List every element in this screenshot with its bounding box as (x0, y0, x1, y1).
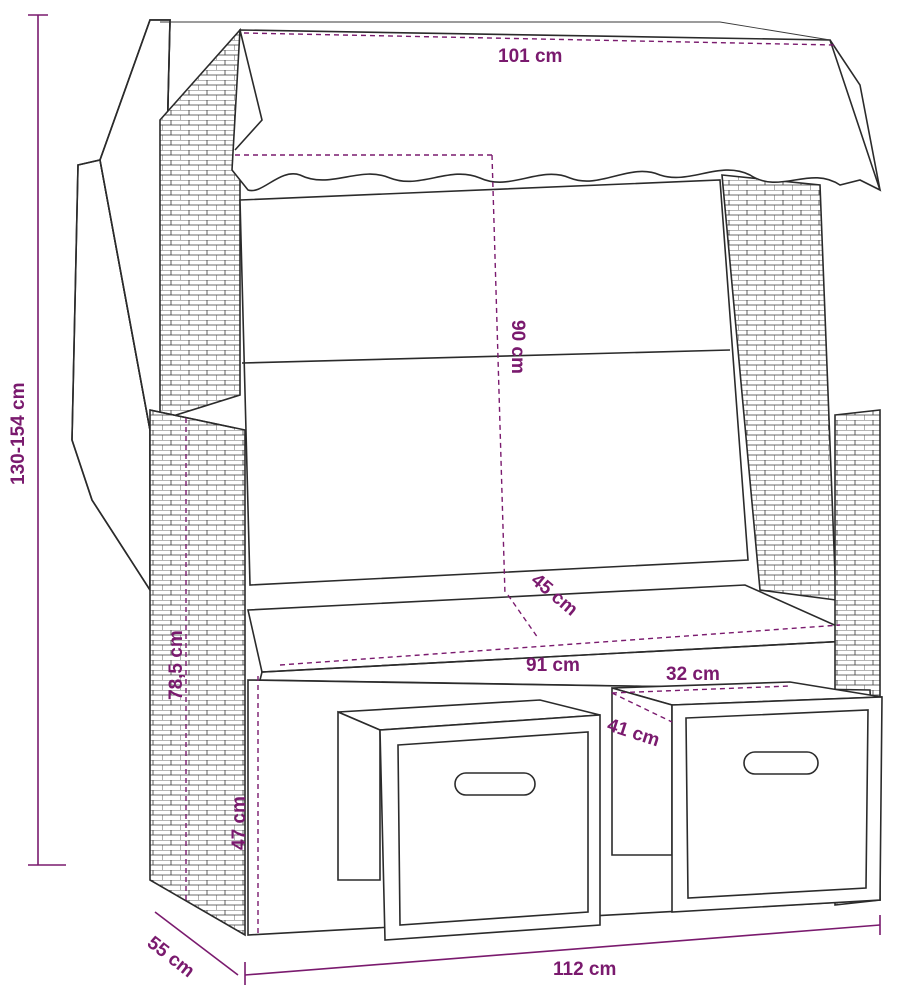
backrest-height-label: 90 cm (507, 320, 528, 374)
left-footrest (337, 699, 601, 941)
dimension-lines (28, 14, 881, 985)
canopy-width-label: 101 cm (498, 46, 562, 67)
back-wicker-left (159, 27, 241, 422)
total-depth-label: 55 cm (143, 932, 198, 982)
footrest-width-label: 32 cm (666, 664, 720, 685)
seat-width-label: 91 cm (526, 655, 580, 676)
left-wing-panel (71, 19, 171, 593)
total-width-label: 112 cm (553, 959, 616, 980)
right-footrest-handle (743, 751, 819, 775)
right-footrest (611, 681, 883, 913)
left-footrest-handle (454, 772, 536, 796)
canopy (160, 21, 882, 192)
armrest-height-label: 78,5 cm (166, 630, 187, 700)
backrest-cushion (239, 179, 749, 586)
left-side-frame (149, 409, 246, 937)
total-height-label: 130-154 cm (8, 383, 29, 485)
seat-height-label: 47 cm (229, 796, 250, 850)
